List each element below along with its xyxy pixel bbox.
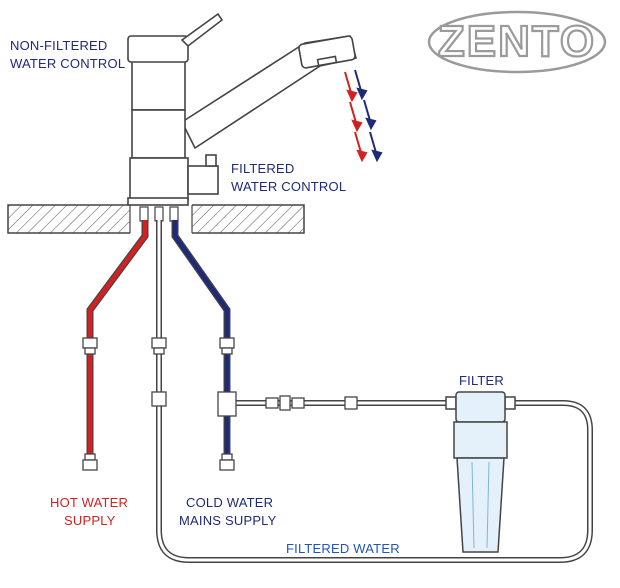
water-filter (445, 391, 516, 553)
cold-water-line (171, 220, 235, 471)
hot-water-line (82, 220, 149, 471)
brand-logo: ZENTO (427, 10, 607, 74)
hot-water-supply-label-line1: HOT WATER (50, 495, 129, 510)
filtered-control-label-line1: FILTERED (231, 161, 295, 176)
filter-feed-line (217, 391, 455, 417)
filtered-control-label-line2: WATER CONTROL (231, 179, 347, 194)
logo-oval (427, 10, 607, 74)
cold-water-supply-label-line1: COLD WATER (186, 495, 274, 510)
filter-label: FILTER (459, 373, 505, 388)
water-flow-arrows (344, 69, 383, 163)
filtered-water-label: FILTERED WATER (286, 541, 400, 556)
cold-water-supply-label-line2: MAINS SUPPLY (179, 513, 277, 528)
non-filtered-control-label-line2: WATER CONTROL (10, 56, 126, 71)
faucet-connectors (139, 206, 179, 222)
faucet (127, 12, 357, 206)
filtered-water-line (151, 220, 593, 563)
non-filtered-control-label-line1: NON-FILTERED (10, 38, 108, 53)
logo-wordmark: ZENTO (437, 16, 597, 67)
hot-water-supply-label-line2: SUPPLY (64, 513, 116, 528)
